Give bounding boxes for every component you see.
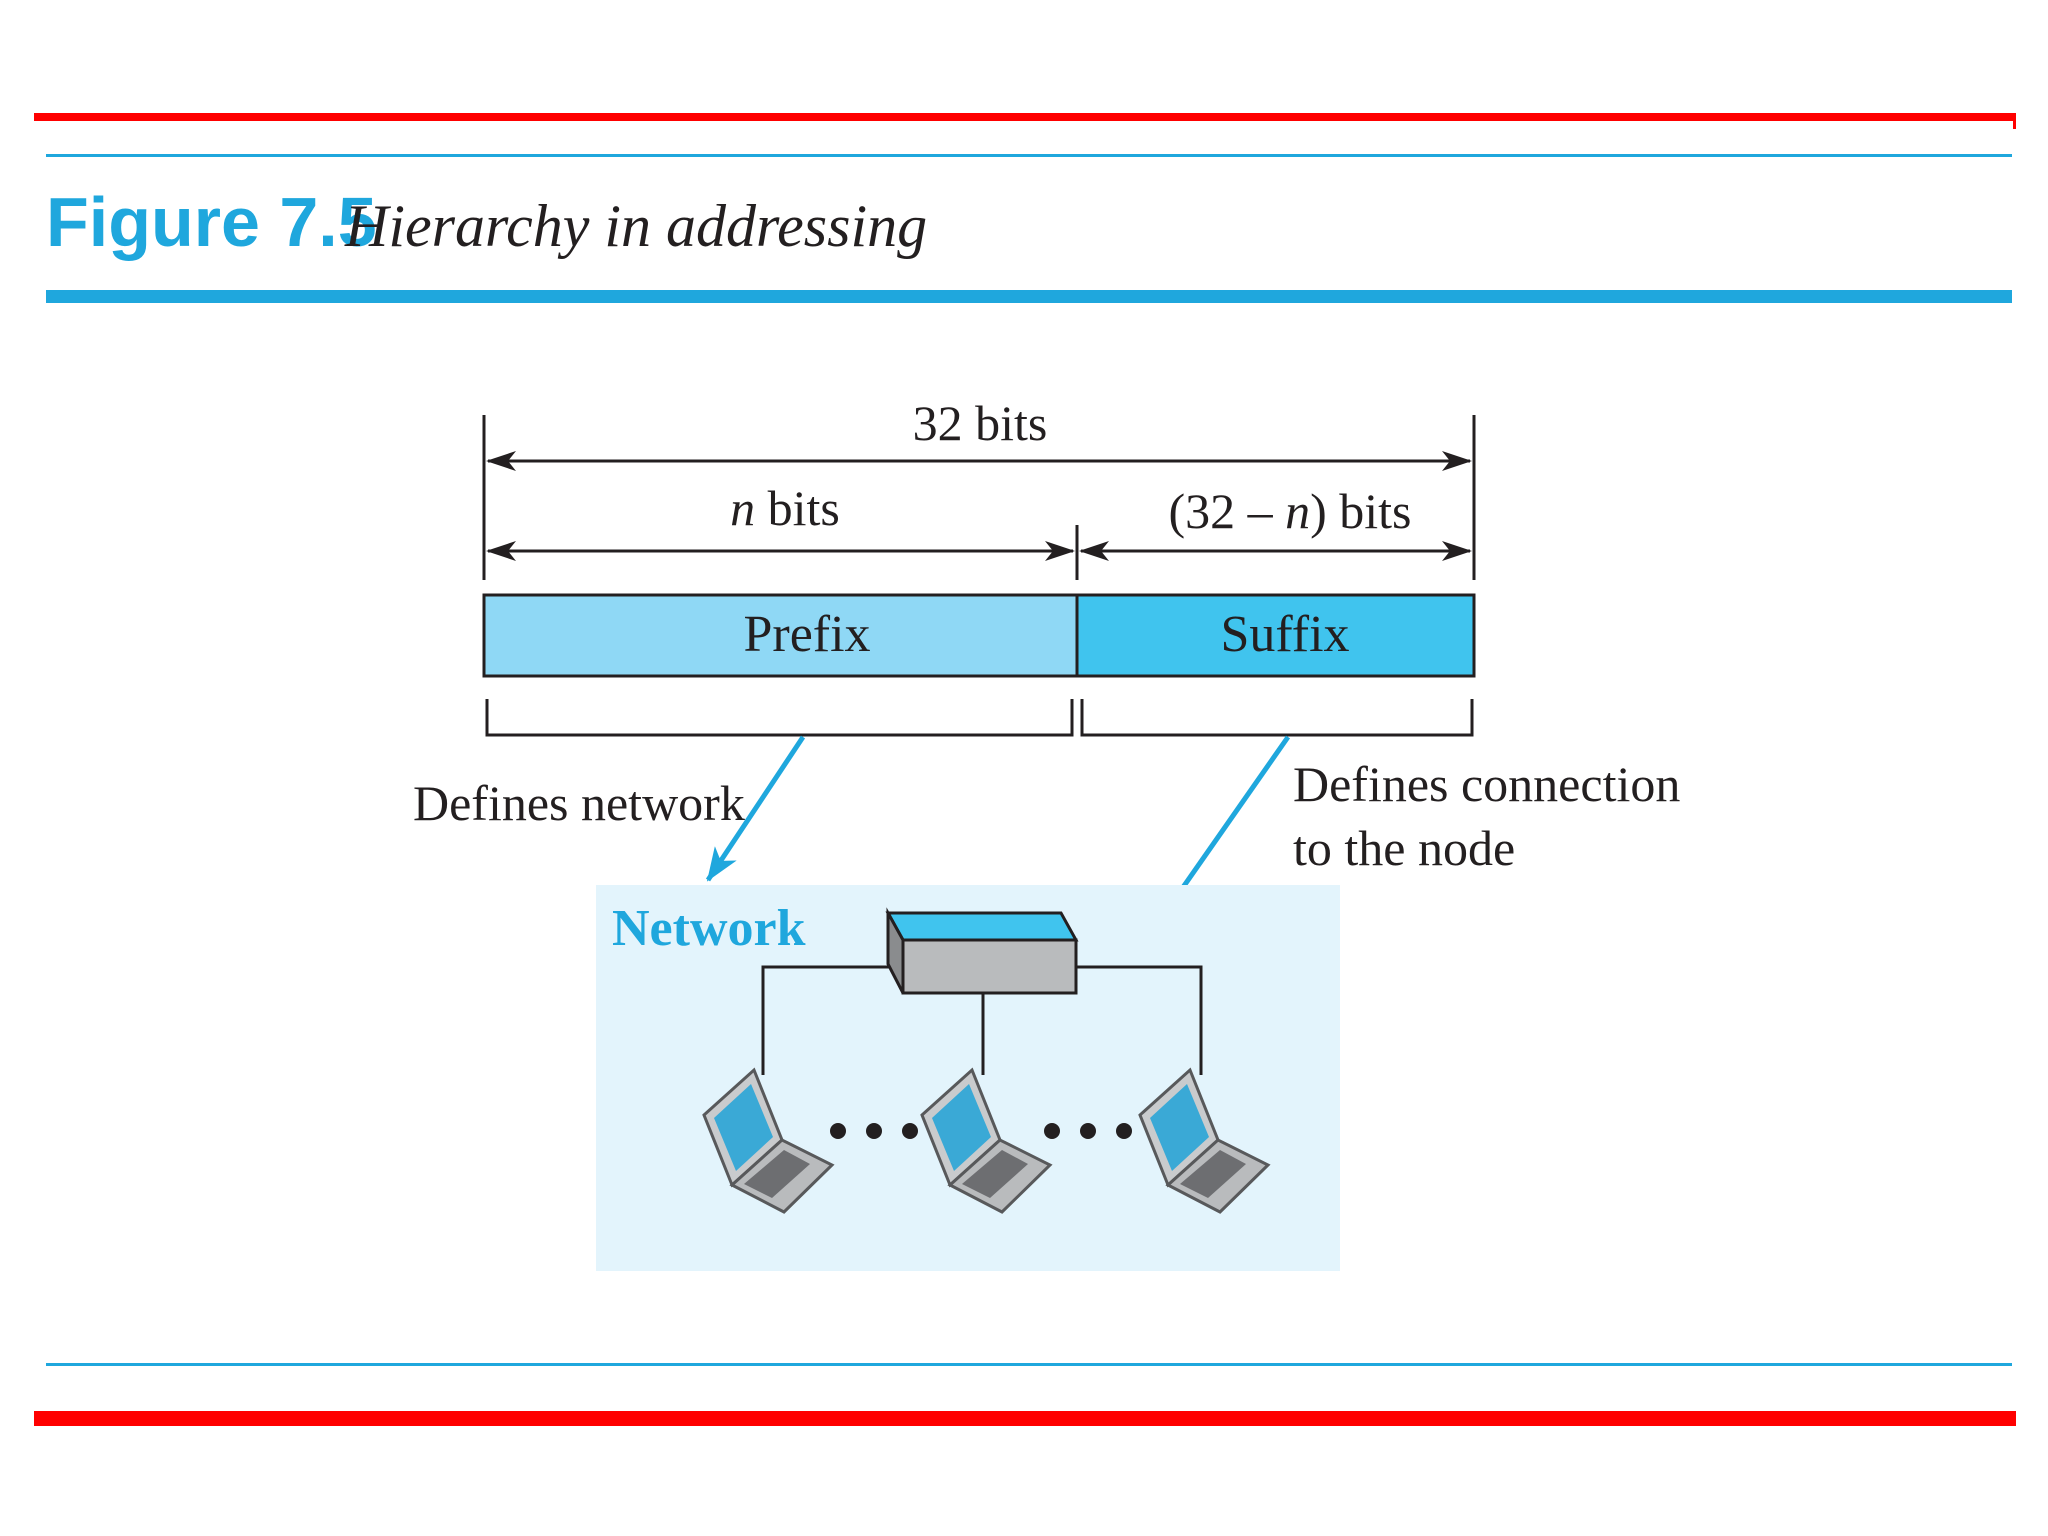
top-red-rule-end (2013, 113, 2016, 129)
suffix-bracket (1080, 699, 1474, 737)
bottom-red-rule (34, 1411, 2016, 1426)
laptop-icon-left (702, 1067, 835, 1214)
prefix-box (482, 593, 1079, 678)
prefix-meaning-label: Defines network (413, 775, 745, 831)
prefix-bracket (485, 699, 1074, 737)
top-blue-thin-rule (46, 154, 2012, 157)
ellipsis-icon-right (1044, 1123, 1132, 1139)
ellipsis-icon-left (830, 1123, 918, 1139)
suffix-label: Suffix (1220, 606, 1349, 663)
prefix-pointer-arrow (705, 735, 806, 882)
figure-number: Figure 7.5 (46, 183, 377, 261)
total-bits-label: 32 bits (913, 395, 1048, 451)
title-blue-thick-rule (46, 290, 2012, 303)
switch-icon (885, 907, 1079, 995)
laptop-icon-right (1138, 1067, 1271, 1214)
wire-left (761, 965, 893, 1075)
prefix-label: Prefix (743, 606, 870, 663)
prefix-width-label: n bits (730, 480, 840, 536)
suffix-box (1075, 593, 1476, 678)
network-label: Network (612, 900, 806, 957)
figure-caption: Hierarchy in addressing (344, 193, 927, 259)
laptop-icon-middle (920, 1067, 1053, 1214)
suffix-meaning-line1: Defines connection (1293, 756, 1680, 812)
bottom-blue-thin-rule (46, 1363, 2012, 1366)
suffix-width-label: (32 – n) bits (1168, 483, 1411, 539)
top-red-rule (34, 113, 2016, 121)
wire-right (1075, 965, 1203, 1075)
suffix-meaning-line2: to the node (1293, 820, 1515, 876)
